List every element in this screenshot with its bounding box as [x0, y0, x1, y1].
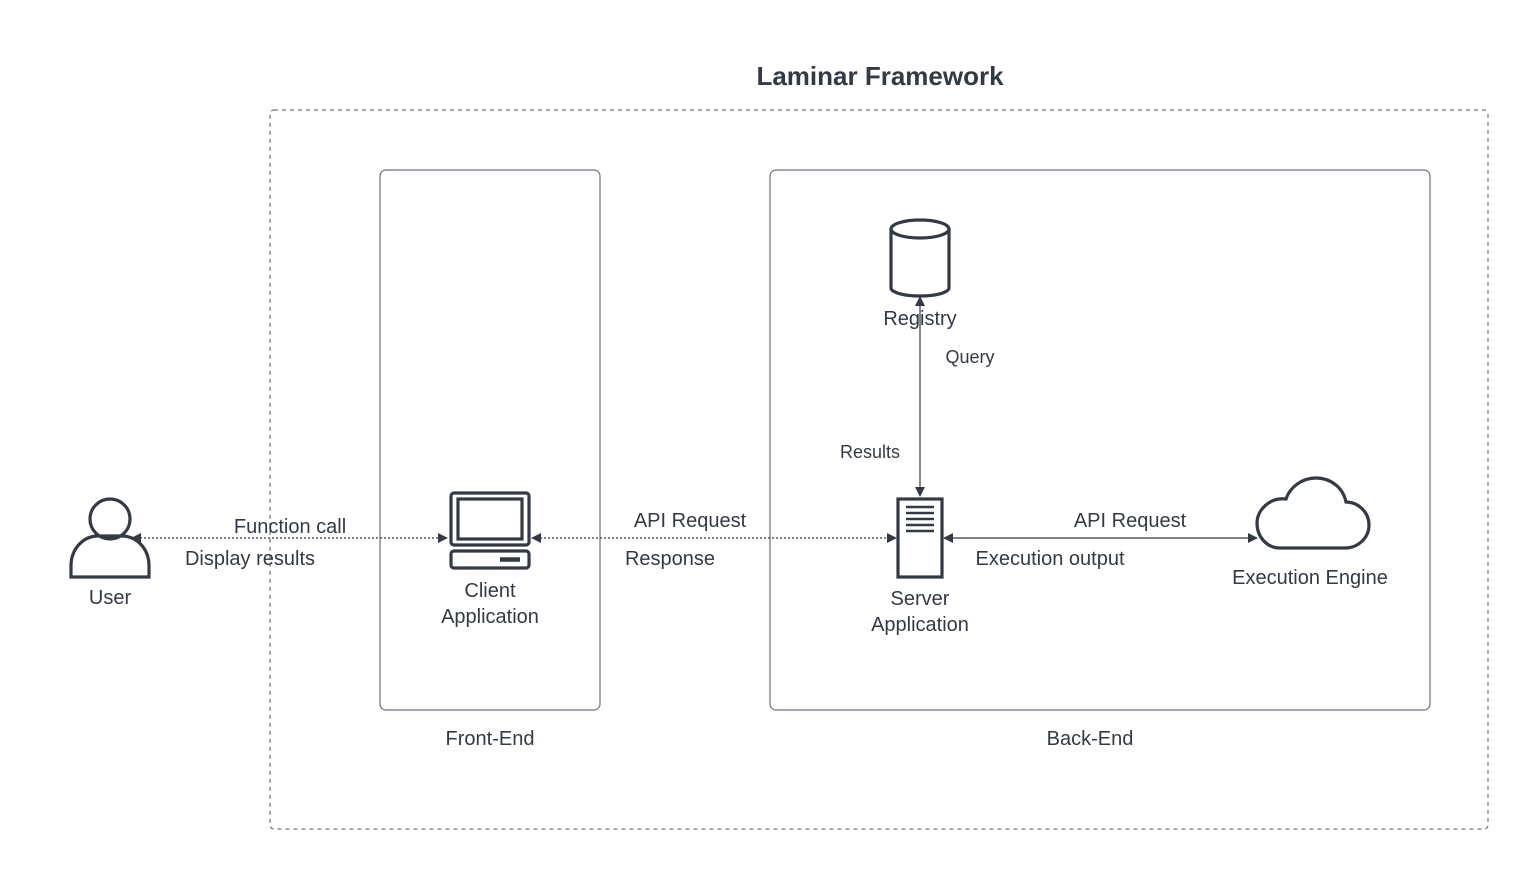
edge-label-query: Query [945, 347, 994, 367]
server-icon [896, 497, 944, 579]
execution-engine-label: Execution Engine [1232, 567, 1388, 589]
cloud-icon [1255, 476, 1371, 550]
edge-label-results: Results [840, 442, 900, 462]
edge-label-api-request-engine: API Request [1074, 510, 1187, 532]
client-application-node[interactable]: Client Application [441, 491, 539, 628]
database-icon [889, 218, 951, 298]
framework-boundary [269, 109, 1489, 830]
server-label-line1: Server [891, 588, 950, 610]
back-end-label: Back-End [1047, 728, 1134, 750]
edge-label-function-call: Function call [234, 516, 346, 538]
diagram-title: Laminar Framework [756, 61, 1004, 91]
user-icon [69, 497, 151, 579]
user-label: User [89, 587, 132, 609]
server-application-node[interactable]: Server Application [871, 497, 969, 636]
execution-engine-node[interactable]: Execution Engine [1232, 476, 1388, 589]
front-end-group [379, 169, 601, 711]
client-label-line1: Client [464, 580, 516, 602]
edge-label-execution-output: Execution output [976, 548, 1125, 570]
front-end-label: Front-End [446, 728, 535, 750]
back-end-group [769, 169, 1431, 711]
user-node[interactable]: User [69, 497, 151, 609]
registry-node[interactable]: Registry [883, 218, 957, 330]
computer-icon [449, 491, 531, 570]
registry-label: Registry [883, 308, 956, 330]
client-label-line2: Application [441, 606, 539, 628]
edge-label-api-request-client: API Request [634, 510, 747, 532]
edge-label-display-results: Display results [185, 548, 315, 570]
server-label-line2: Application [871, 614, 969, 636]
edge-label-response: Response [625, 548, 715, 570]
